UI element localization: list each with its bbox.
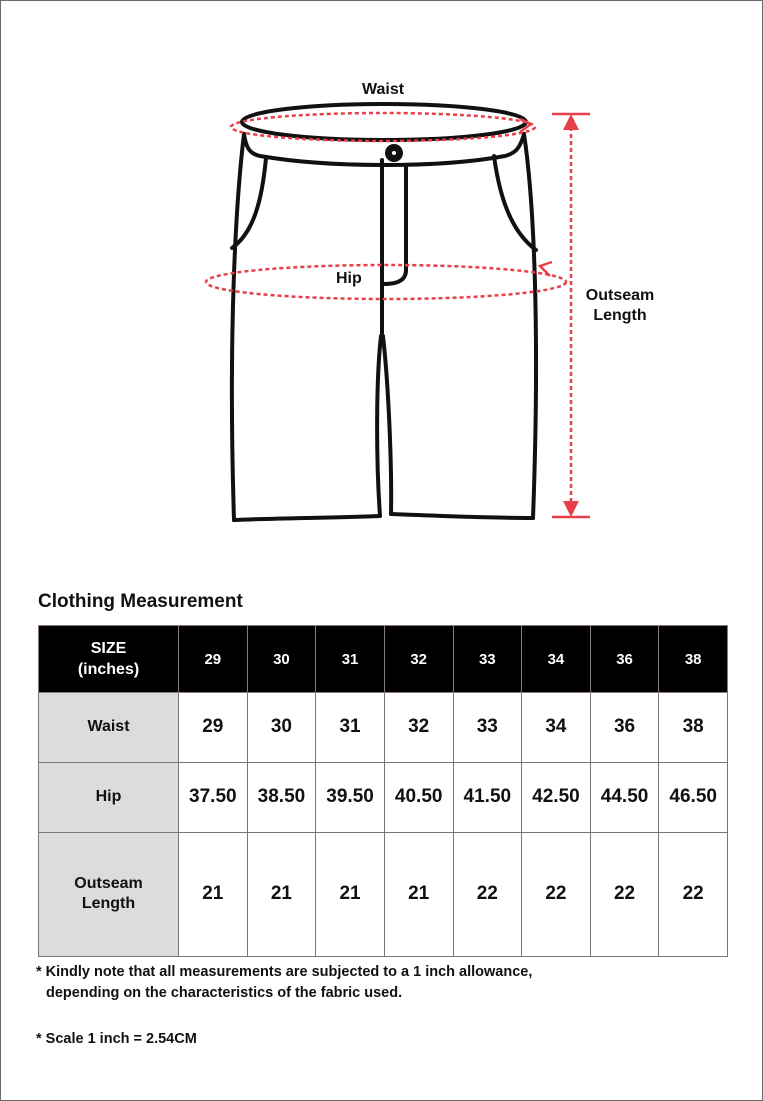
table-cell: 37.50 — [178, 761, 248, 833]
size-column-header: 29 — [178, 625, 248, 693]
table-header-row: SIZE (inches) 29 30 31 32 33 34 36 38 — [38, 625, 728, 693]
left-outer-seam — [229, 132, 246, 522]
outseam-label: Outseam Length — [580, 286, 660, 326]
row-label-outseam: Outseam Length — [38, 831, 179, 958]
table-cell: 41.50 — [452, 761, 523, 833]
size-header-line1: SIZE — [90, 640, 127, 657]
row-label-hip: Hip — [38, 761, 179, 833]
table-cell: 31 — [315, 692, 385, 763]
hip-arrow-icon — [537, 260, 553, 277]
row-label-outseam-line1: Outseam — [74, 875, 143, 893]
table-cell: 34 — [521, 692, 591, 763]
arrow-up-icon — [563, 114, 579, 130]
table-cell: 21 — [246, 831, 317, 958]
allowance-note-line2: depending on the characteristics of the … — [46, 985, 403, 1001]
fly-stitch — [382, 164, 408, 286]
size-column-header: 34 — [521, 625, 591, 693]
right-pocket — [492, 154, 538, 252]
size-chart-table: SIZE (inches) 29 30 31 32 33 34 36 38 Wa… — [38, 625, 728, 958]
table-cell: 21 — [315, 831, 385, 958]
size-column-header: 33 — [452, 625, 523, 693]
right-outer-seam — [522, 132, 539, 520]
table-cell: 22 — [452, 831, 523, 958]
table-cell: 33 — [452, 692, 523, 763]
shorts-diagram: Waist Hip Outseam Length — [204, 81, 660, 522]
right-hem — [389, 512, 535, 520]
size-column-header: 30 — [246, 625, 317, 693]
table-cell: 29 — [178, 692, 248, 763]
table-row-waist: Waist 29 30 31 32 33 34 36 38 — [38, 692, 728, 763]
row-label-waist: Waist — [38, 692, 179, 763]
waist-label: Waist — [362, 81, 405, 98]
arrow-down-icon — [563, 501, 579, 517]
size-header-line2: (inches) — [77, 661, 140, 678]
page-title: Clothing Measurement — [38, 591, 243, 612]
table-cell: 22 — [521, 831, 591, 958]
shorts-illustration — [204, 102, 590, 522]
allowance-note-line1: * Kindly note that all measurements are … — [36, 964, 533, 980]
table-cell: 39.50 — [315, 761, 385, 833]
right-inseam — [381, 334, 394, 516]
table-cell: 40.50 — [383, 761, 454, 833]
left-pocket — [230, 156, 268, 250]
table-cell: 46.50 — [658, 761, 728, 833]
outseam-label-line2: Length — [593, 307, 647, 324]
table-cell: 32 — [383, 692, 454, 763]
left-inseam — [375, 334, 383, 518]
table-cell: 42.50 — [521, 761, 591, 833]
outseam-label-line1: Outseam — [585, 287, 655, 304]
table-cell: 21 — [178, 831, 248, 958]
waist-measure-ring — [229, 111, 537, 143]
size-column-header: 36 — [589, 625, 660, 693]
table-cell: 22 — [658, 831, 728, 958]
table-cell: 36 — [589, 692, 660, 763]
table-row-outseam: Outseam Length 21 21 21 21 22 22 22 22 — [38, 831, 728, 958]
size-header-cell: SIZE (inches) — [38, 625, 179, 693]
table-cell: 38 — [658, 692, 728, 763]
table-cell: 30 — [246, 692, 317, 763]
hip-label: Hip — [336, 270, 362, 287]
waist-arrow-icon — [519, 117, 534, 134]
table-cell: 44.50 — [589, 761, 660, 833]
allowance-note: * Kindly note that all measurements are … — [36, 962, 532, 1004]
waistband-bottom — [242, 132, 526, 167]
table-row-hip: Hip 37.50 38.50 39.50 40.50 41.50 42.50 … — [38, 761, 728, 833]
row-label-outseam-line2: Length — [81, 895, 136, 913]
hip-measure-ring — [204, 263, 568, 301]
left-hem — [232, 514, 382, 522]
size-column-header: 32 — [383, 625, 454, 693]
size-column-header: 38 — [658, 625, 728, 693]
size-column-header: 31 — [315, 625, 385, 693]
waistband-top — [240, 102, 528, 142]
scale-note: * Scale 1 inch = 2.54CM — [36, 1031, 197, 1047]
table-cell: 21 — [383, 831, 454, 958]
table-cell: 22 — [589, 831, 660, 958]
table-cell: 38.50 — [246, 761, 317, 833]
